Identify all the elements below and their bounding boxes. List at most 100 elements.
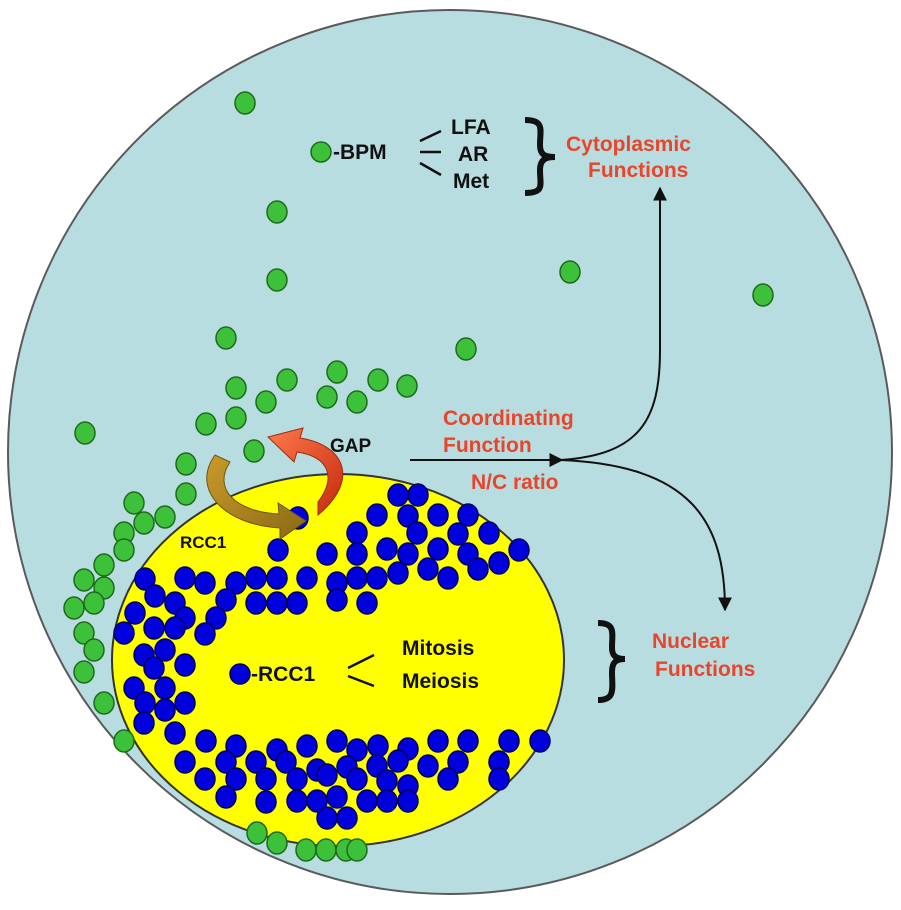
bpm-particle bbox=[234, 91, 256, 115]
bpm-target-met: Met bbox=[453, 170, 489, 193]
rcc1-particle bbox=[336, 806, 358, 830]
rcc1-particle bbox=[225, 767, 247, 791]
rcc1-particle bbox=[447, 522, 469, 546]
bpm-particle bbox=[752, 283, 774, 307]
rcc1-particle bbox=[457, 503, 479, 527]
rcc1-particle bbox=[174, 691, 196, 715]
rcc1-particle bbox=[286, 591, 308, 615]
rcc1-particle bbox=[326, 785, 348, 809]
bpm-particle bbox=[63, 596, 85, 620]
nuclear-branch-arrow bbox=[559, 459, 732, 612]
nuclear-brace bbox=[597, 620, 626, 703]
rcc1-particle bbox=[266, 566, 288, 590]
rcc1-particle bbox=[356, 789, 378, 813]
rcc1-particle bbox=[143, 616, 165, 640]
bpm-particle bbox=[246, 821, 268, 845]
rcc1-particle bbox=[316, 806, 338, 830]
rcc1-particle bbox=[407, 483, 429, 507]
rcc1-particle bbox=[427, 503, 449, 527]
rcc1-particle bbox=[417, 557, 439, 581]
rcc1-particle bbox=[498, 729, 520, 753]
rcc1-particle bbox=[164, 721, 186, 745]
rcc1-particle bbox=[245, 566, 267, 590]
rcc1-particle bbox=[316, 542, 338, 566]
rcc1-particle bbox=[215, 785, 237, 809]
rcc1-particle bbox=[154, 638, 176, 662]
rcc1-particle bbox=[397, 789, 419, 813]
bpm-particle bbox=[315, 838, 337, 862]
bpm-particle bbox=[559, 260, 581, 284]
rcc1-particle bbox=[174, 566, 196, 590]
bpm-particle bbox=[455, 337, 477, 361]
bpm-particle bbox=[195, 412, 217, 436]
rcc1-particle bbox=[225, 571, 247, 595]
bpm-particle bbox=[316, 385, 338, 409]
bpm-particle bbox=[243, 439, 265, 463]
rcc1-particle bbox=[437, 767, 459, 791]
gap-label: GAP bbox=[330, 436, 372, 457]
bpm-particle bbox=[215, 326, 237, 350]
coordinating-line2: Function bbox=[443, 434, 532, 457]
rcc1-particle bbox=[316, 763, 338, 787]
rcc1-particle bbox=[406, 521, 428, 545]
rcc1-particle bbox=[366, 503, 388, 527]
rcc1-particle bbox=[529, 729, 551, 753]
rcc1-particle bbox=[113, 621, 135, 645]
rcc1-particle bbox=[174, 750, 196, 774]
rcc1-particle bbox=[205, 606, 227, 630]
bpm-particle bbox=[346, 390, 368, 414]
rcc1-particle bbox=[275, 750, 297, 774]
bpm-particle bbox=[346, 838, 368, 862]
rcc1-particle bbox=[417, 754, 439, 778]
coordinating-line1: Coordinating bbox=[443, 407, 574, 430]
rcc1-particle bbox=[387, 483, 409, 507]
bpm-particle bbox=[326, 360, 348, 384]
rcc1-exchange-label: RCC1 bbox=[180, 533, 226, 552]
nuclear-functions-line1: Nuclear bbox=[652, 630, 729, 653]
bpm-particle bbox=[255, 390, 277, 414]
bpm-particle bbox=[83, 591, 105, 615]
rcc1-particle bbox=[134, 567, 156, 591]
bpm-particle bbox=[133, 511, 155, 535]
bpm-particle bbox=[93, 553, 115, 577]
bpm-connector-3 bbox=[419, 161, 442, 177]
bpm-particle bbox=[266, 831, 288, 855]
rcc1-particle bbox=[346, 521, 368, 545]
rcc1-particle bbox=[488, 551, 510, 575]
rcc1-particle bbox=[376, 789, 398, 813]
bpm-particle bbox=[113, 538, 135, 562]
bpm-particle bbox=[83, 638, 105, 662]
bpm-particle bbox=[73, 621, 95, 645]
rcc1-particle bbox=[225, 734, 247, 758]
rcc1-particle bbox=[387, 749, 409, 773]
rcc1-particle bbox=[286, 767, 308, 791]
rcc1-particle bbox=[346, 566, 368, 590]
rcc1-particle bbox=[255, 767, 277, 791]
bpm-target-ar: AR bbox=[458, 143, 488, 166]
gap-curved-arrow bbox=[267, 427, 344, 517]
rcc1-particle bbox=[356, 591, 378, 615]
rcc1-particle bbox=[376, 537, 398, 561]
bpm-particle bbox=[154, 505, 176, 529]
rcc1-particle bbox=[144, 584, 166, 608]
bpm-particle bbox=[276, 368, 298, 392]
bpm-particle bbox=[123, 491, 145, 515]
rcc1-particle bbox=[245, 591, 267, 615]
bpm-particle bbox=[73, 660, 95, 684]
rcc1-particle bbox=[427, 729, 449, 753]
rcc1-particle bbox=[397, 542, 419, 566]
bpm-particle bbox=[295, 838, 317, 862]
rcc1-particle bbox=[346, 738, 368, 762]
rcc1-particle bbox=[134, 691, 156, 715]
rcc1-particle bbox=[286, 789, 308, 813]
bpm-particle bbox=[266, 200, 288, 224]
cytoplasmic-brace bbox=[524, 117, 556, 196]
rcc1-label: -RCC1 bbox=[251, 663, 315, 686]
bpm-particle bbox=[93, 691, 115, 715]
bpm-particle bbox=[396, 374, 418, 398]
bpm-particle bbox=[74, 421, 96, 445]
rcc1-particle bbox=[154, 676, 176, 700]
rcc1-particle bbox=[447, 750, 469, 774]
rcc1-particle bbox=[154, 698, 176, 722]
